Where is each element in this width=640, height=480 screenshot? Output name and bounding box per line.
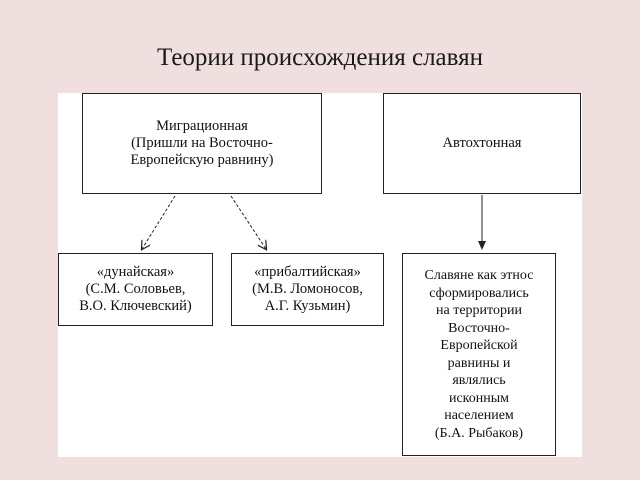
migration-theory-box: Миграционная (Пришли на Восточно- Европе…: [82, 93, 322, 194]
slide-title: Теории происхождения славян: [157, 44, 483, 71]
slavs-line-4: Восточно-: [448, 320, 510, 336]
danube-line-2: (С.М. Соловьев,: [85, 281, 186, 297]
baltic-line-2: (М.В. Ломоносов,: [252, 281, 363, 297]
migration-line-1: Миграционная: [156, 118, 248, 134]
slavs-line-8: исконным: [448, 390, 510, 406]
slavs-line-9: населением: [444, 408, 514, 423]
baltic-line-1: «прибалтийская»: [254, 264, 361, 280]
arrow-migration-to-danube: [142, 195, 176, 249]
slavs-line-6: равнины и: [447, 355, 511, 371]
slavs-line-1: Славяне как этнос: [424, 268, 534, 283]
migration-line-2: (Пришли на Восточно-: [131, 135, 273, 151]
slavs-line-5: Европейской: [440, 338, 518, 353]
autochthon-theory-box: Автохтонная: [383, 93, 581, 194]
connector-arrows: [58, 195, 486, 457]
diagram-panel: Миграционная (Пришли на Восточно- Европе…: [58, 93, 582, 457]
baltic-line-3: А.Г. Кузьмин): [264, 298, 351, 314]
slavs-line-7: являлись: [452, 373, 506, 388]
slavs-ethnos-box: Славяне как этнос сформировались на терр…: [402, 253, 556, 456]
slavs-line-3: на территории: [436, 303, 522, 318]
danube-theory-box: «дунайская» (С.М. Соловьев, В.О. Ключевс…: [58, 253, 213, 326]
danube-line-3: В.О. Ключевский): [79, 298, 192, 314]
slavs-line-2: сформировались: [429, 285, 529, 301]
baltic-theory-box: «прибалтийская» (М.В. Ломоносов, А.Г. Ку…: [231, 253, 384, 326]
arrow-migration-to-baltic: [230, 195, 266, 249]
migration-line-3: Европейскую равнину): [130, 152, 274, 168]
autochthon-line-1: Автохтонная: [442, 135, 522, 151]
danube-line-1: «дунайская»: [96, 264, 175, 280]
slavs-line-10: (Б.А. Рыбаков): [434, 425, 524, 441]
